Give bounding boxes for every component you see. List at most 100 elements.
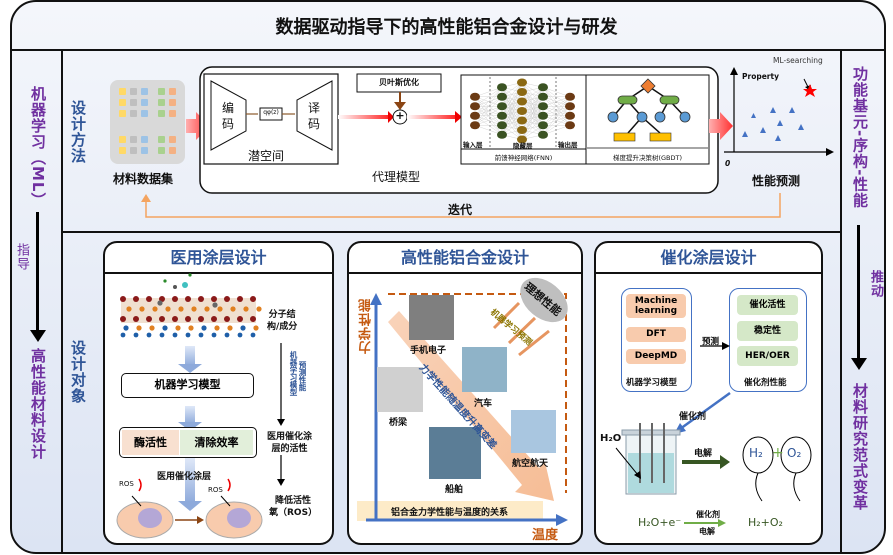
alloy-graphics <box>357 277 568 526</box>
nn-node <box>517 78 527 87</box>
panel-medical-coating: 医用涂层设计 <box>103 241 334 545</box>
section-label-method: 设计方法 <box>69 100 87 164</box>
atom <box>217 306 223 312</box>
enzyme-activity: 酶活性 <box>122 430 179 455</box>
atom <box>185 296 191 302</box>
atom <box>201 325 207 331</box>
left-arrow-label: 指导 <box>14 243 29 271</box>
ml-model-box: 机器学习模型 <box>121 373 254 398</box>
nn-node <box>538 83 548 92</box>
method-dft: DFT <box>626 327 686 342</box>
property-plot <box>724 67 834 156</box>
atom <box>175 325 181 331</box>
atom <box>172 296 178 302</box>
atom <box>172 332 178 338</box>
atom <box>191 306 197 312</box>
atom <box>240 325 246 331</box>
electrolyzer-icon <box>621 423 681 495</box>
prop-activity: 催化活性 <box>737 295 798 315</box>
bayes-label: 贝叶斯优化 <box>379 78 419 87</box>
atom <box>133 316 139 322</box>
nn-node <box>538 102 548 111</box>
ml-arrows <box>492 301 550 357</box>
method-group <box>621 288 692 392</box>
atom <box>224 332 230 338</box>
right-arrow <box>857 225 860 360</box>
nn-node <box>517 107 527 115</box>
decoder-shape <box>296 80 333 151</box>
page-title: 数据驱动指导下的高性能铝合金设计与研发 <box>275 17 618 38</box>
method-ml: Machine learning <box>626 294 686 318</box>
nn-node <box>470 111 480 120</box>
o2-label: O₂ <box>787 446 802 460</box>
atom <box>250 316 256 322</box>
plus-label: + <box>772 445 784 461</box>
title-divider <box>10 49 886 51</box>
atom <box>204 306 210 312</box>
atom <box>126 306 132 312</box>
props-label: 催化剂性能 <box>744 378 787 388</box>
left-divider <box>61 50 63 554</box>
catalyst-arrow-label: 催化剂 <box>679 412 707 422</box>
section-divider <box>62 231 840 233</box>
cell-icon <box>116 501 174 539</box>
flow-side-label-2: 预测性能 <box>298 361 307 391</box>
atom <box>211 296 217 302</box>
right-arrow-label: 推动 <box>868 270 883 298</box>
atom <box>146 316 152 322</box>
atom <box>139 306 145 312</box>
down-arrow-3 <box>185 458 195 503</box>
alloy-caption: 铝合金力学性能与温度的关系 <box>391 508 509 518</box>
coating-label: 医用催化涂层 <box>157 472 212 482</box>
left-bottom-text: 高性能材料设计 <box>29 348 47 460</box>
flow-side-label-1: 机器学习模型 <box>289 351 298 396</box>
airplane-image <box>511 410 556 453</box>
fnn-input-label: 输入层 <box>463 141 483 149</box>
app-electronics: 手机电子 <box>410 346 447 356</box>
panel-alloy-design: 高性能铝合金设计 力学性能 温度 理想性能 机器学习预测 力学性能随温度升高变差… <box>347 241 583 545</box>
nn-node <box>565 92 575 101</box>
fnn-name: 前馈神经网络(FNN) <box>494 154 553 162</box>
encoder-shape <box>210 80 247 151</box>
app-ship: 船舶 <box>445 485 464 495</box>
iteration-loop <box>145 193 781 218</box>
left-arrow-head <box>30 330 46 342</box>
atom <box>133 296 139 302</box>
ros-label-1: ROS <box>119 480 134 488</box>
prediction-arrow <box>709 112 733 140</box>
iteration-label: 迭代 <box>448 203 473 217</box>
app-aerospace: 航空航天 <box>512 459 549 469</box>
nn-node <box>470 121 480 130</box>
nn-node <box>497 111 507 120</box>
nn-node <box>565 102 575 111</box>
y-axis-label: 力学性能 <box>359 298 374 354</box>
left-top-text: 机器学习（ML） <box>29 86 47 209</box>
atom <box>256 306 262 312</box>
atom <box>214 325 220 331</box>
atom <box>230 306 236 312</box>
atom <box>159 316 165 322</box>
dataset-icon <box>110 80 185 164</box>
searched-star-icon <box>803 84 817 97</box>
equation-catalyst: 催化剂 <box>696 510 720 519</box>
atom <box>133 332 139 338</box>
nn-node <box>517 126 527 134</box>
atom <box>178 306 184 312</box>
props-group <box>729 288 807 392</box>
cell-icon <box>205 501 263 539</box>
nn-node <box>470 102 480 111</box>
plot-origin: 0 <box>725 159 731 168</box>
atom <box>149 325 155 331</box>
electrolysis-label: 电解 <box>694 449 713 459</box>
nn-node <box>538 92 548 101</box>
atom <box>227 325 233 331</box>
equation-left: H₂O+e⁻ <box>638 516 682 529</box>
nn-node <box>517 116 527 125</box>
ros-down-arrow <box>227 478 231 492</box>
atom <box>237 332 243 338</box>
latent-space-label: 潜空间 <box>248 149 285 163</box>
atom <box>173 285 177 289</box>
methods-label: 机器学习模型 <box>626 378 678 388</box>
atom <box>188 273 192 277</box>
